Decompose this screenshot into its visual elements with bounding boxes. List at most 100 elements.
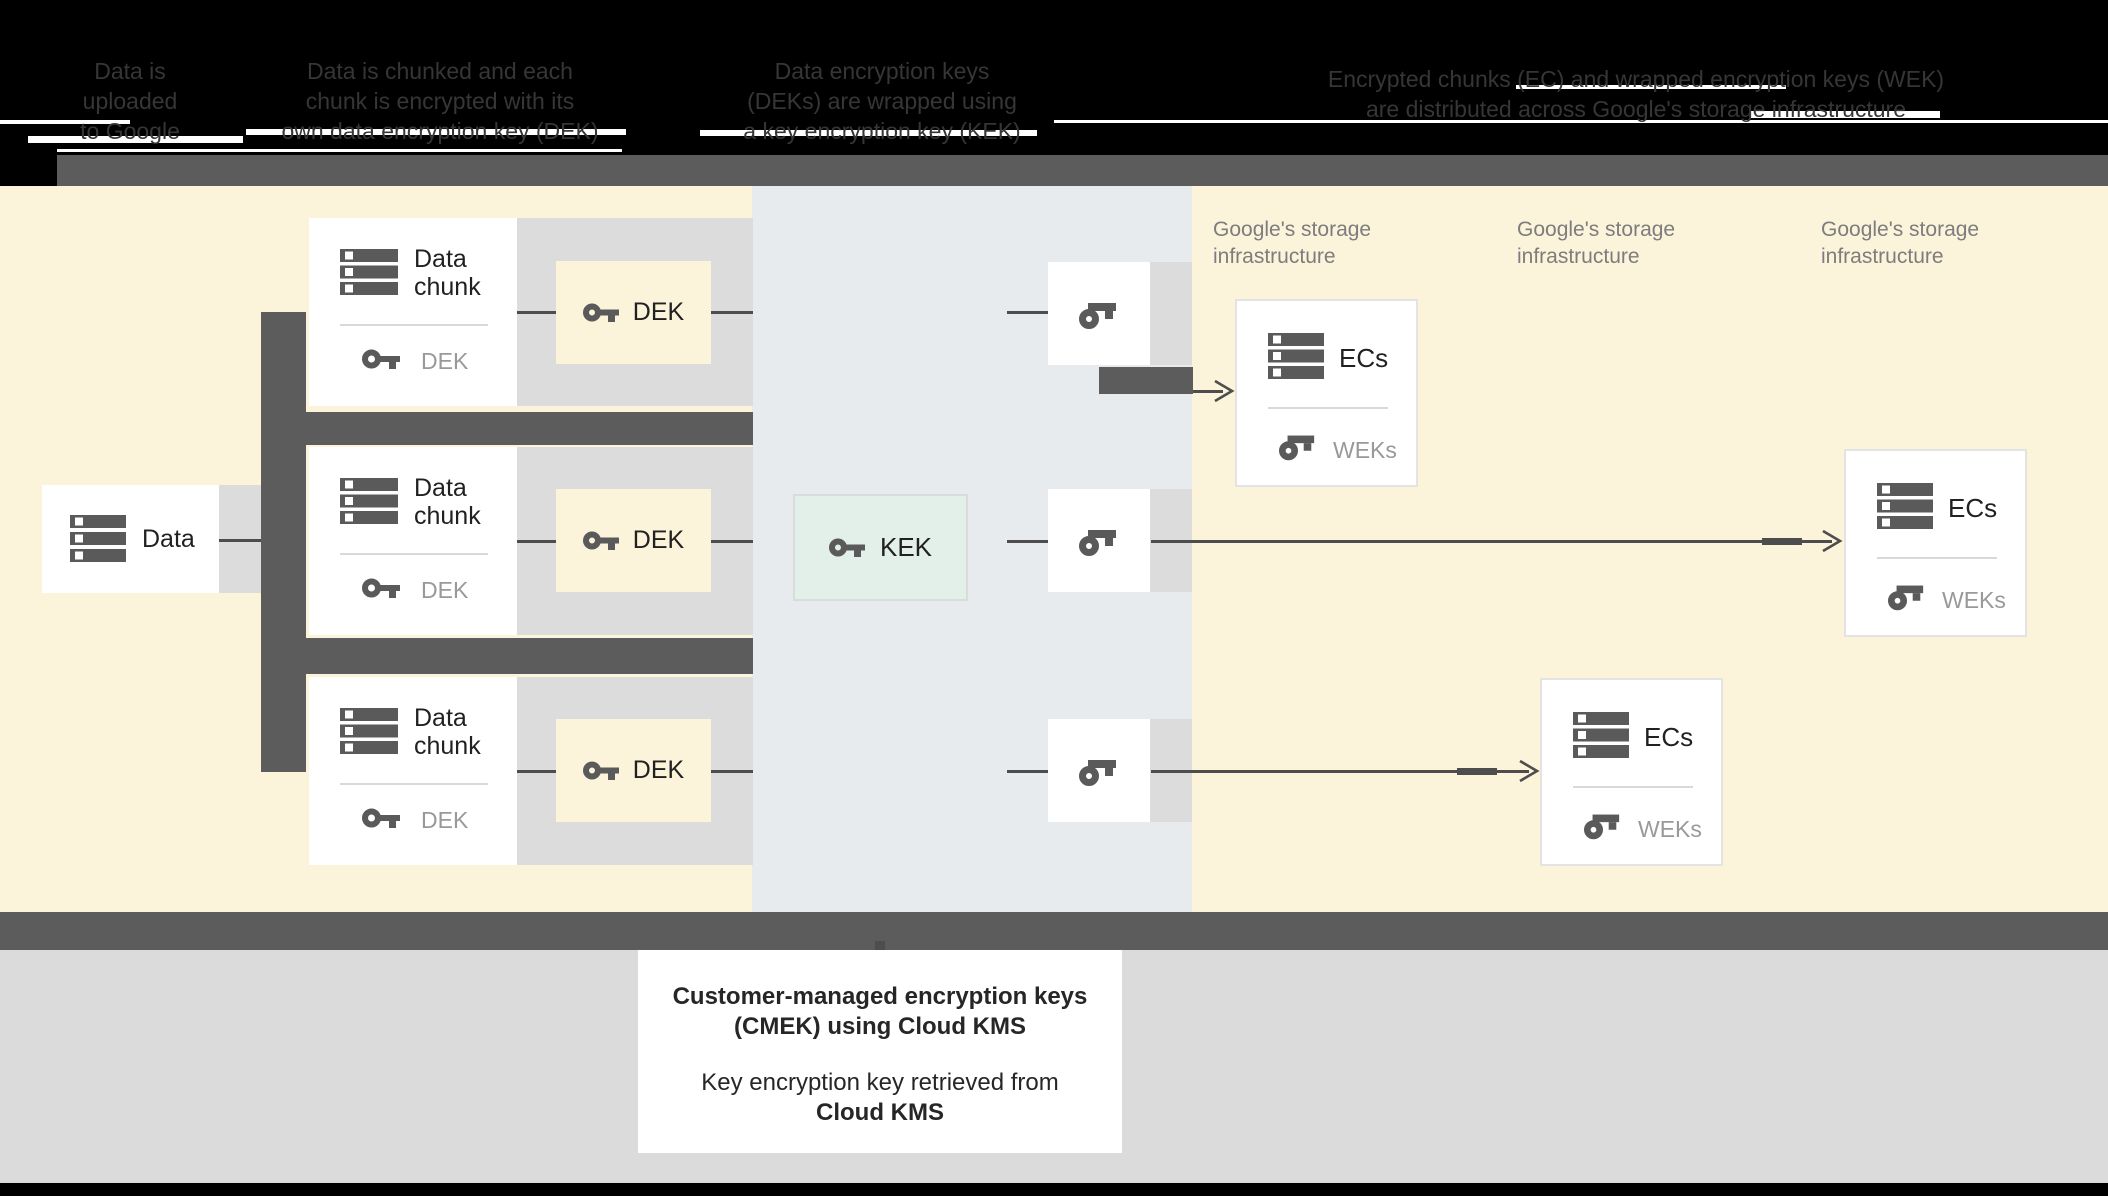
header-step-3-line: a key encryption key (KEK) [743,118,1021,144]
storage-label-line: Google's storage [1821,218,1980,241]
data-chunk-card: Data chunk DEK [309,218,517,406]
caption-body-line: Cloud KMS [816,1099,944,1126]
dek-box: DEK [556,261,711,364]
connector-line [517,540,556,543]
header-step-2-line: own data encryption key (DEK) [281,118,599,144]
connector-line [1007,540,1048,543]
data-chunk-key-label: DEK [421,807,469,833]
wrapped-key-icon [1888,585,1924,611]
header-step-2: Data is chunked and each chunk is encryp… [240,56,640,146]
ec-box-label: ECs [1948,493,1998,523]
header-step-4-line: Encrypted chunks (EC) and wrapped encryp… [1327,66,1945,92]
data-chunk-title-line: Data [414,704,467,732]
header-artifact-strip [1516,85,1786,89]
storage-infrastructure-label: Google's storage infrastructure [1821,216,2081,270]
ec-box-label: ECs [1339,343,1389,373]
header-artifact-strip [1750,111,1940,118]
arrow-line-row3 [1151,770,1529,773]
wrapped-key-icon [1079,759,1116,786]
dek-box: DEK [556,719,711,822]
header-step-1-line: uploaded [82,88,178,114]
data-chunk-title-line: chunk [414,732,481,760]
wrapped-key-icon [1079,529,1116,556]
header-artifact-strip [246,129,626,135]
data-chunk-card: Data chunk DEK [309,677,517,865]
ec-box-key-label: WEKs [1638,816,1702,842]
caption-notch [875,941,885,951]
storage-stack-icon [340,708,398,754]
header-step-1-line: Data is [94,58,166,84]
dek-box-label: DEK [632,526,685,554]
key-icon [582,303,619,322]
card-divider [1877,557,1997,559]
data-chunk-title-line: Data [414,245,467,273]
caption-title-line: Customer-managed encryption keys [672,983,1088,1010]
header-step-1-line: to Google [80,118,180,144]
storage-label-line: Google's storage [1517,218,1676,241]
dek-box-label: DEK [632,298,685,326]
storage-stack-icon [70,515,126,562]
key-icon [582,761,619,780]
header-step-3-line: (DEKs) are wrapped using [747,88,1017,114]
wrapped-key-icon [1079,302,1116,329]
arrow-line-row2 [1151,540,1832,543]
storage-infrastructure-label: Google's storage infrastructure [1517,216,1777,270]
header-step-1: Data is uploaded to Google [38,56,222,146]
arrowhead-icon [1214,379,1235,403]
dek-box-label: DEK [632,756,685,784]
kek-box: KEK [793,494,968,601]
data-chunk-card: Data chunk DEK [309,447,517,635]
storage-stack-icon [1877,483,1933,529]
fanout-bar [261,638,753,674]
data-chunk-title-line: chunk [414,273,481,301]
key-icon [362,349,400,369]
header-artifact-strip [57,149,622,152]
data-chunk-key-label: DEK [421,577,469,603]
kek-box-label: KEK [879,532,933,562]
ec-box: ECs WEKs [1235,299,1418,487]
storage-stack-icon [340,249,398,295]
header-step-2-line: Data is chunked and each [307,58,573,84]
connector-line [711,311,753,314]
wrapped-key-icon [1279,435,1315,461]
storage-infrastructure-label: Google's storage infrastructure [1213,216,1473,270]
dek-box: DEK [556,489,711,592]
ec-box-key-label: WEKs [1942,587,2006,613]
connector-line [517,770,556,773]
top-divider-band [57,155,2108,186]
header-artifact-strip [1054,120,2108,123]
card-divider [340,324,488,326]
fanout-trunk [261,312,306,772]
data-chunk-title: Data chunk [414,704,481,760]
bottom-divider-band [0,912,2108,950]
fanout-bar [261,412,753,445]
caption-spacer [638,1042,1122,1068]
header-artifact-strip [0,120,130,124]
header-step-3: Data encryption keys (DEKs) are wrapped … [722,56,1042,146]
key-wrap-box [1048,262,1150,365]
key-wrap-box [1048,719,1150,822]
card-divider [1573,786,1693,788]
arrow-thick-segment [1457,768,1497,775]
header-artifact-strip [700,130,1037,136]
header-step-2-line: chunk is encrypted with its [305,88,575,114]
wrapped-key-bar [1099,367,1193,394]
caption-title-line: (CMEK) using Cloud KMS [734,1013,1026,1040]
caption-body-line: Key encryption key retrieved from [701,1069,1059,1096]
header-step-4-line: are distributed across Google's storage … [1365,96,1907,122]
connector-line [711,540,753,543]
arrow-thick-segment [1762,538,1802,545]
key-wrap-box [1048,489,1150,592]
header-artifact-strip [28,136,243,143]
connector-line [517,311,556,314]
storage-label-line: infrastructure [1213,245,1336,268]
card-divider [1268,407,1388,409]
data-chunk-title: Data chunk [414,245,481,301]
ec-box: ECs WEKs [1844,449,2027,637]
data-chunk-key-label: DEK [421,348,469,374]
connector-line [219,539,261,542]
connector-line [1007,311,1048,314]
key-icon [362,578,400,598]
card-divider [340,553,488,555]
